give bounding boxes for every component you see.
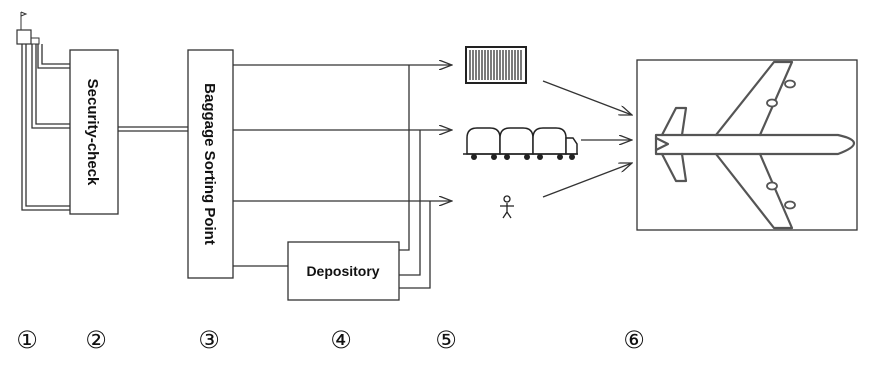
baggage-cart-icon [463, 128, 578, 160]
depository-return-lines [399, 65, 430, 288]
conveyor-source-icon [17, 12, 39, 44]
step-6: ⑥ [623, 326, 645, 354]
security-check-label: Security-check [84, 79, 101, 186]
step-4: ④ [330, 326, 352, 354]
sorting-output-arrows [233, 65, 452, 201]
security-to-sorting-link [118, 127, 188, 131]
step-2: ② [85, 326, 107, 354]
baggage-container-icon [466, 47, 526, 83]
conveyor-lines [22, 44, 70, 210]
person-icon [500, 196, 514, 218]
step-numbers: ① ② ③ ④ ⑤ ⑥ [16, 326, 645, 354]
airplane-icon [637, 60, 857, 230]
step-1: ① [16, 326, 38, 354]
depository-label: Depository [306, 263, 379, 279]
step-3: ③ [198, 326, 220, 354]
security-check-box: Security-check [70, 50, 118, 214]
step-5: ⑤ [435, 326, 457, 354]
depository-box: Depository [288, 242, 399, 300]
baggage-sorting-point-box: Baggage Sorting Point [188, 50, 233, 278]
baggage-sorting-point-label: Baggage Sorting Point [201, 83, 218, 245]
